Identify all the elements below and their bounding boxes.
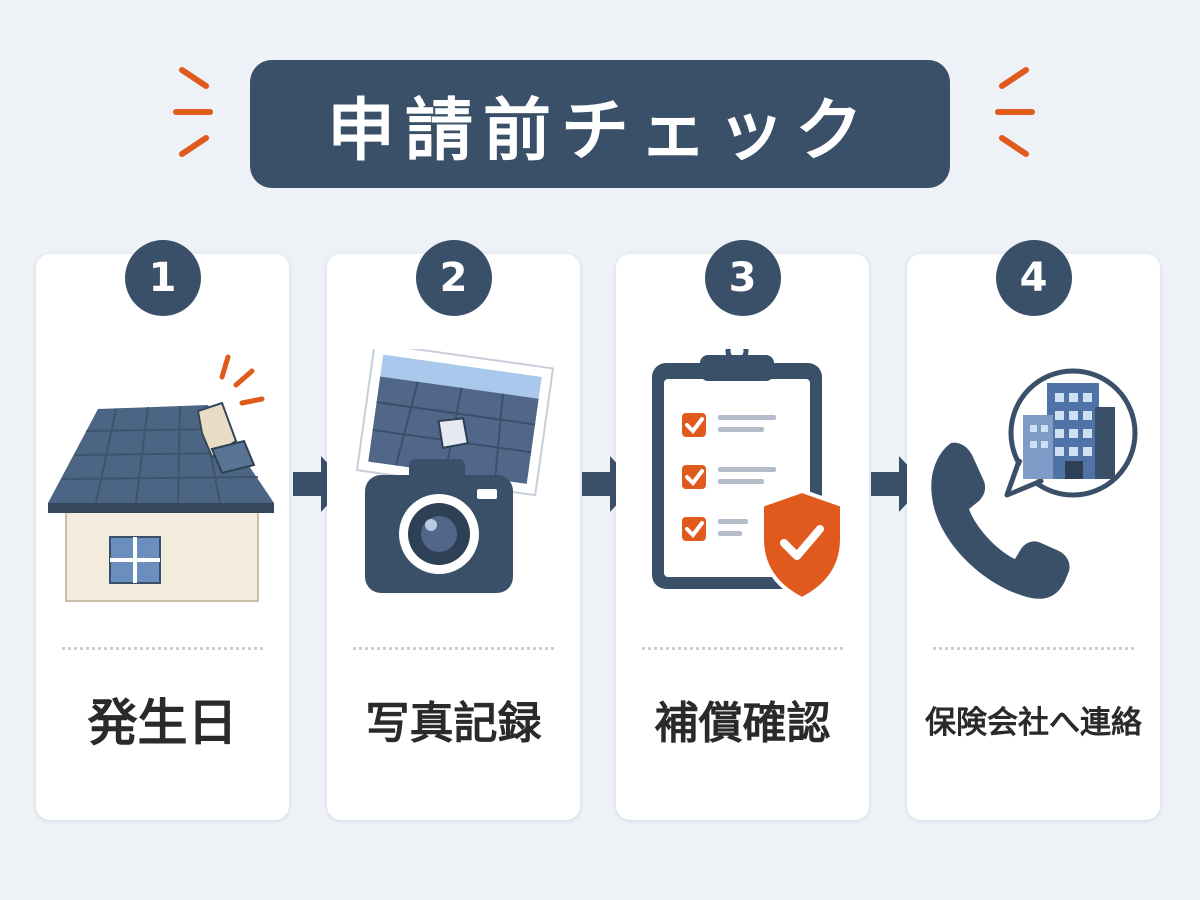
burst-lines-left-icon <box>173 67 213 157</box>
step-label: 写真記録 <box>365 698 542 749</box>
title-banner: 申請前チェック <box>250 60 950 188</box>
burst-lines-right-icon <box>995 67 1035 157</box>
step-card-4: 4 保険会社へ連絡 <box>907 240 1160 820</box>
dotted-divider <box>933 647 1134 650</box>
step-label: 発生日 <box>87 694 238 752</box>
step-card-2: 2 写真記録 <box>327 240 580 820</box>
step-number-badge: 3 <box>704 240 781 316</box>
step-number-badge: 2 <box>415 240 492 316</box>
phone-insurance-company-icon <box>931 368 1138 599</box>
dotted-divider <box>353 647 554 650</box>
damaged-roof-house-icon <box>48 354 274 602</box>
step-label: 補償確認 <box>654 698 831 749</box>
step-card-3: 3 補償確認 <box>616 240 869 820</box>
page-title: 申請前チェック <box>326 91 873 171</box>
step-card-1: 1 発生日 <box>36 240 289 820</box>
dotted-divider <box>62 647 263 650</box>
step-number-badge: 4 <box>995 240 1072 316</box>
step-label: 保険会社へ連絡 <box>925 704 1142 741</box>
dotted-divider <box>642 647 843 650</box>
camera-photo-icon <box>355 349 555 593</box>
step-number-badge: 1 <box>124 240 201 316</box>
clipboard-checklist-shield-icon <box>652 349 844 602</box>
